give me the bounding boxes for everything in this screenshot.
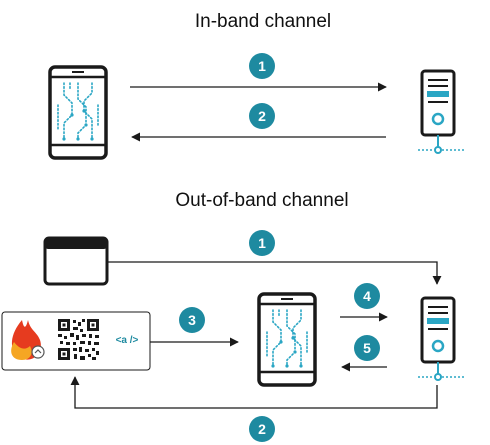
- oob-title: Out-of-band channel: [175, 190, 348, 211]
- inband-step-1-badge: 1: [249, 53, 275, 79]
- inband-step-1-label: 1: [258, 58, 266, 74]
- oob-server-icon: [418, 296, 466, 382]
- oob-step-1-badge: 1: [249, 230, 275, 256]
- oob-step-3-label: 3: [188, 312, 196, 328]
- browser-window-icon: [43, 236, 109, 286]
- oob-step-3-badge: 3: [179, 307, 205, 333]
- oob-step-2-label: 2: [258, 421, 266, 437]
- oob-step-5-badge: 5: [354, 335, 380, 361]
- oob-step-5-label: 5: [363, 340, 371, 356]
- oob-arrow-1: [107, 261, 442, 285]
- inband-server-icon: [418, 69, 466, 155]
- oob-step-4-badge: 4: [354, 283, 380, 309]
- oob-step-4-label: 4: [363, 288, 371, 304]
- oob-phone-icon: [257, 292, 317, 387]
- code-tag-label: <a />: [116, 335, 139, 346]
- flame-logo-icon: [11, 320, 45, 360]
- qr-code-icon: [58, 319, 99, 360]
- inband-title: In-band channel: [195, 11, 331, 32]
- inband-step-2-badge: 2: [249, 103, 275, 129]
- oob-arrow-2: [70, 376, 438, 409]
- inband-phone-icon: [48, 65, 108, 160]
- oob-step-1-label: 1: [258, 235, 266, 251]
- inband-step-2-label: 2: [258, 108, 266, 124]
- oob-step-2-badge: 2: [249, 416, 275, 442]
